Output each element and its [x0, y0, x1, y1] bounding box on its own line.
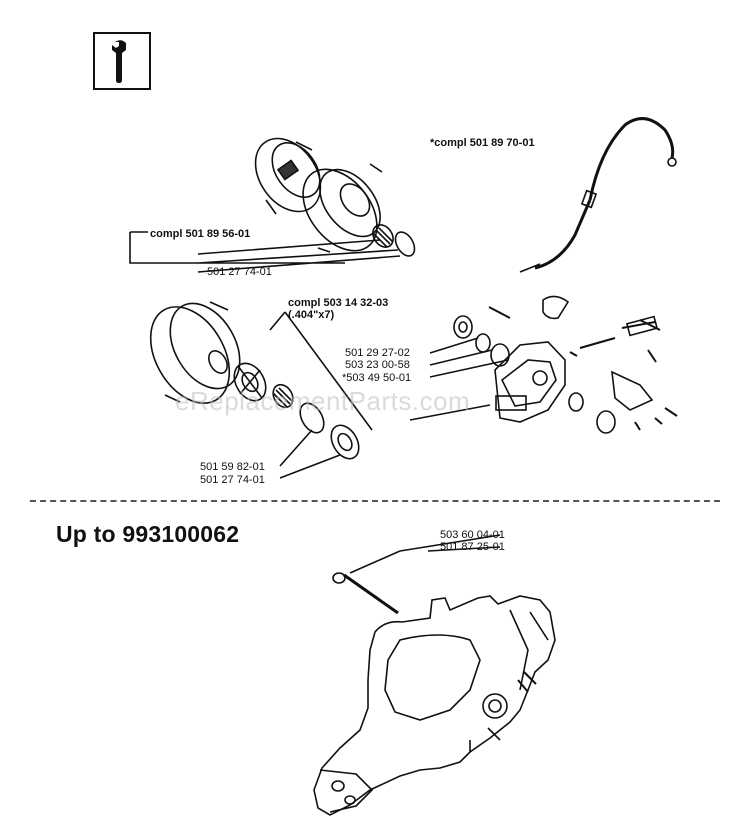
label-part-a: 501 29 27-02 [345, 347, 410, 359]
sprocket-drum-drawing [149, 301, 241, 404]
section-divider [30, 500, 720, 502]
label-part-f: 501 87 25-01 [440, 541, 505, 553]
crankcase-housing-drawing [313, 595, 556, 816]
needle-bearing-drawing [372, 224, 394, 248]
label-sprocket-pitch: (.404"x7) [288, 309, 335, 321]
needle-bearing-lower-drawing [272, 383, 294, 409]
seal-drawing [453, 315, 473, 339]
label-part-e: 503 60 04-01 [440, 529, 505, 541]
label-washer-b: 501 27 74-01 [200, 474, 265, 486]
label-washer-a: 501 27 74-01 [207, 266, 272, 278]
clutch-hub-drawing [254, 137, 322, 215]
bracket-drawing [542, 295, 570, 320]
clutch-drum-drawing [302, 163, 383, 253]
label-clutch-compl: compl 501 89 56-01 [150, 228, 251, 240]
label-part-c: *503 49 50-01 [342, 372, 412, 384]
throttle-cable-drawing [519, 117, 677, 273]
label-part-d: 501 59 82-01 [200, 461, 265, 473]
section-heading: Up to 993100062 [56, 521, 240, 547]
brake-assembly-drawing [494, 341, 566, 423]
rim-sprocket-drawing [233, 362, 267, 402]
o-ring-drawing [475, 333, 491, 353]
label-sprocket-compl: compl 503 14 32-03 [288, 297, 389, 309]
label-part-b: 503 23 00-58 [345, 359, 410, 371]
wrench-icon [112, 40, 126, 83]
washer-drawing [394, 231, 416, 257]
washer-outer-drawing [330, 424, 360, 460]
stud-drawing [343, 573, 399, 615]
service-icon-box [93, 32, 151, 90]
label-cable-compl: *compl 501 89 70-01 [430, 137, 535, 149]
washer-lower-drawing [299, 402, 325, 434]
watermark: eReplacementParts.com [175, 386, 471, 416]
